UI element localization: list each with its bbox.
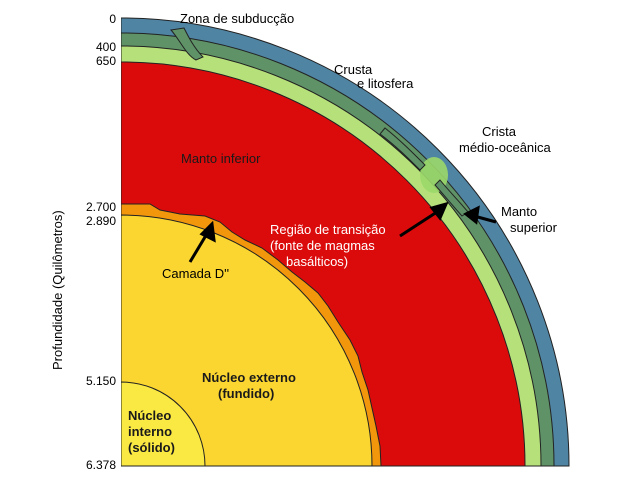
- depth-label-2890: 2.890: [85, 214, 116, 228]
- d-layer-arrowhead: [199, 220, 216, 243]
- label-inner-core-1: Núcleo: [128, 408, 172, 423]
- depth-axis-title: Profundidade (Quilômetros): [50, 210, 65, 370]
- label-inner-core-3: (sólido): [128, 440, 175, 455]
- upper-mantle-arrowhead: [463, 205, 480, 225]
- label-d-layer: Camada D'': [162, 266, 230, 281]
- outer-core-layer: [121, 214, 373, 467]
- depth-label-400: 400: [95, 40, 116, 54]
- label-ridge-2: médio-oceânica: [459, 140, 551, 155]
- label-lower-mantle: Manto inferior: [181, 151, 261, 166]
- label-crust-1: Crusta: [334, 62, 373, 77]
- depth-label-650: 650: [95, 54, 116, 68]
- label-outer-core-2: (fundido): [218, 386, 275, 401]
- depth-label-0: 0: [109, 12, 116, 26]
- label-inner-core-2: interno: [128, 424, 173, 439]
- depth-label-6378: 6.378: [85, 458, 116, 472]
- label-ridge-1: Crista: [482, 124, 516, 139]
- label-upper-mantle-2: superior: [510, 220, 557, 235]
- depth-label-5150: 5.150: [85, 374, 116, 388]
- ridge-band-right: [434, 179, 469, 217]
- ridge-band-left: [379, 127, 426, 171]
- inner-core-layer: [121, 381, 206, 467]
- label-transition-3: basálticos): [286, 254, 349, 269]
- label-outer-core-1: Núcleo externo: [202, 370, 296, 385]
- label-transition-1: Região de transição: [270, 222, 386, 237]
- label-crust-2: e litosfera: [357, 76, 414, 91]
- label-upper-mantle-1: Manto: [501, 204, 538, 219]
- transition-arrow: [399, 208, 441, 238]
- transition-arrowhead: [429, 201, 449, 221]
- depth-label-2700: 2.700: [85, 200, 116, 214]
- subducting-slab: [170, 27, 204, 61]
- label-subduction-zone: Zona de subducção: [180, 11, 295, 26]
- label-transition-2: (fonte de magmas: [270, 238, 375, 253]
